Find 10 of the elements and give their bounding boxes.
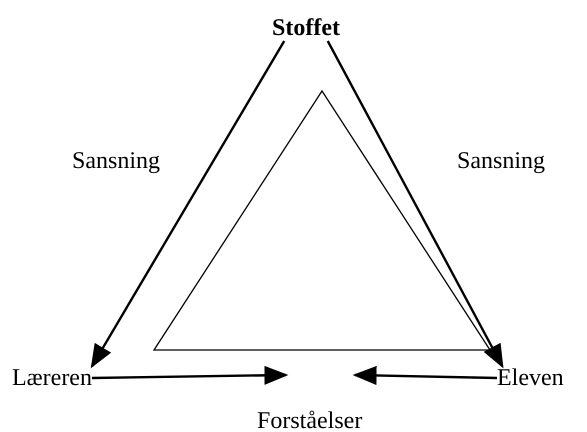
edge-label: Sansning (72, 148, 160, 174)
edge-label: Sansning (457, 148, 546, 174)
text-label: Forståelser (257, 408, 362, 432)
corner-label: Stoffet (272, 15, 340, 41)
arrow (352, 366, 498, 386)
corner-label: Læreren (12, 365, 92, 391)
arrow (92, 366, 288, 385)
arrow (326, 40, 504, 368)
arrow (90, 40, 286, 368)
corner-label: Eleven (497, 365, 564, 391)
